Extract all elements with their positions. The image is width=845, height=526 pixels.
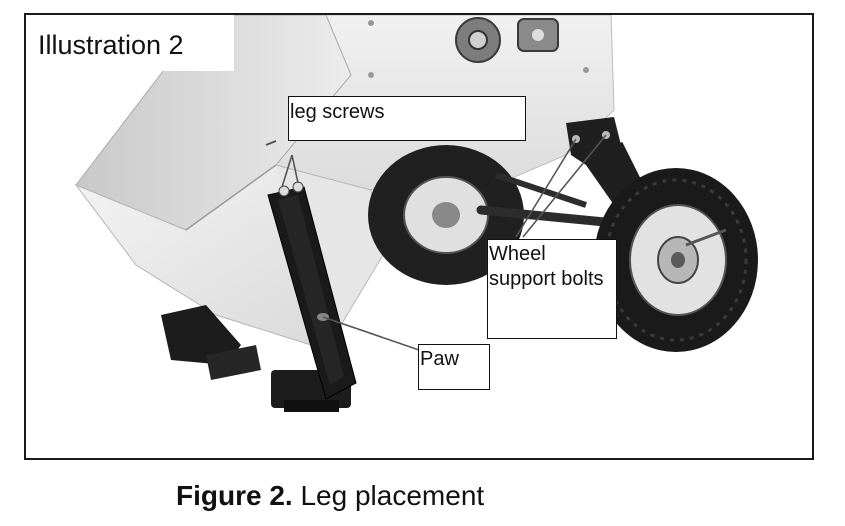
label-wheel-support-bolts-line2: support bolts xyxy=(489,268,604,290)
illustration-title: Illustration 2 xyxy=(26,15,234,71)
label-wheel-support-bolts: Wheel support bolts xyxy=(487,239,617,339)
figure-number: Figure 2. xyxy=(176,480,293,511)
label-paw: Paw xyxy=(418,344,490,390)
label-wheel-support-bolts-line1: Wheel xyxy=(489,243,546,265)
machine-photo xyxy=(74,15,758,412)
wheel-bracket xyxy=(566,117,634,205)
rear-foot xyxy=(161,305,241,365)
figure-caption: Figure 2. Leg placement xyxy=(176,480,484,512)
leader-line-wheel-bolts xyxy=(515,134,607,238)
label-leg-screws: leg screws xyxy=(288,96,526,141)
label-leg-screws-text: leg screws xyxy=(290,101,385,123)
label-paw-text: Paw xyxy=(420,348,459,370)
leader-line-paw xyxy=(322,316,420,351)
illustration-frame: Illustration 2 leg screws Wheel support … xyxy=(24,13,814,460)
figure-caption-text: Leg placement xyxy=(300,480,485,511)
leader-line-leg-screws xyxy=(281,154,299,188)
